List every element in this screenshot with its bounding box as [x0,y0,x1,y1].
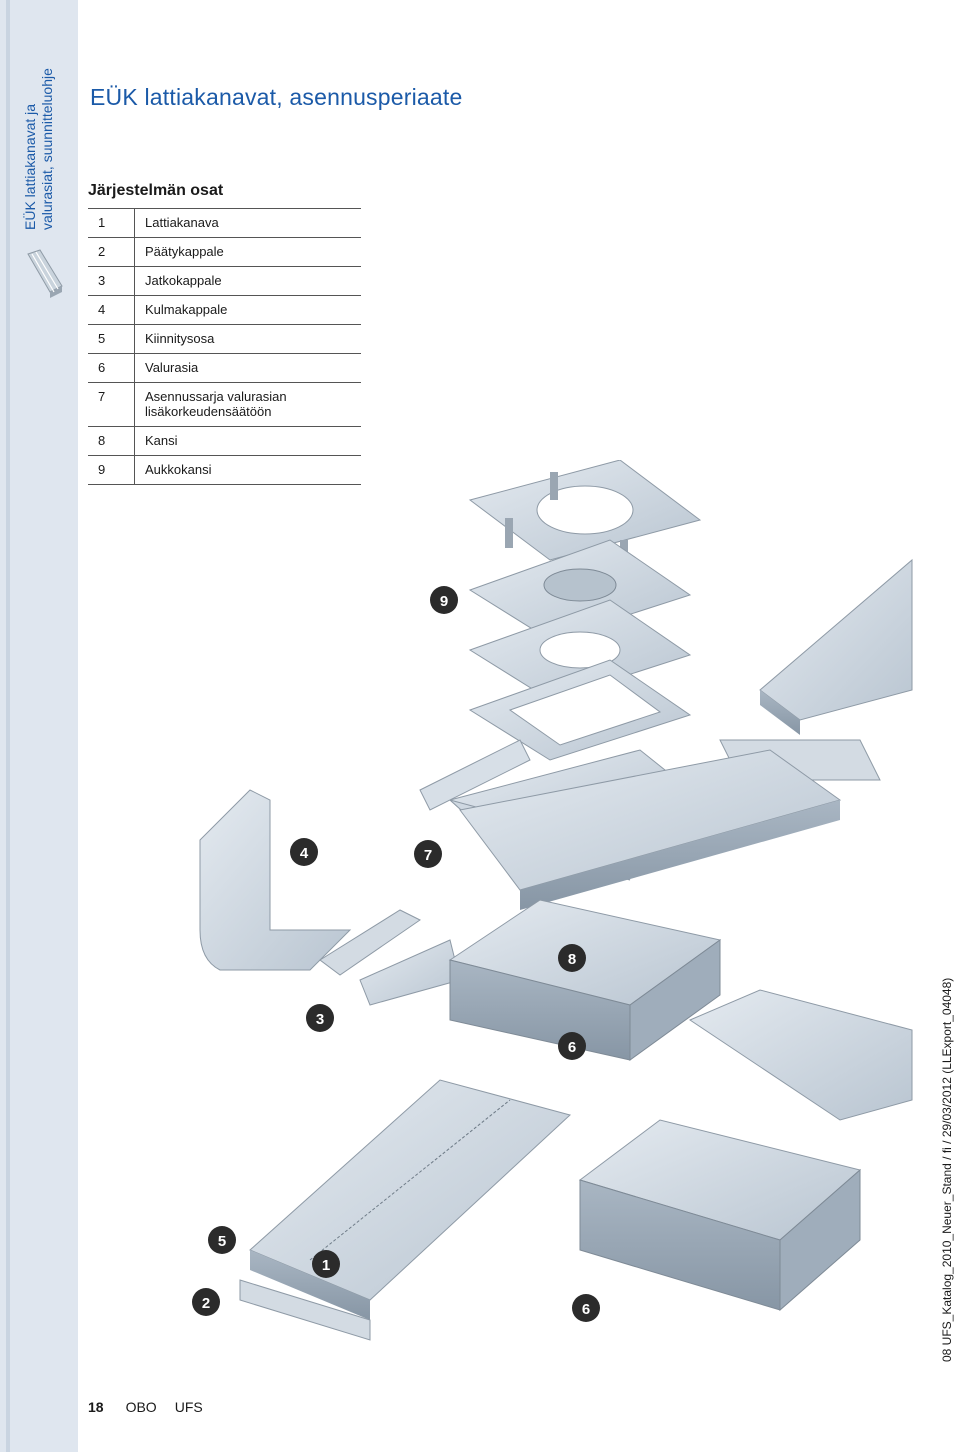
end-piece [239,1279,371,1341]
callout-label: 8 [568,951,576,968]
callout-label: 6 [582,1301,590,1318]
part-label: Kulmakappale [134,295,361,325]
part-number: 4 [88,295,135,325]
part-label: Kiinnitysosa [134,324,361,354]
product-name: UFS [174,1399,203,1415]
part-label: Kansi [134,426,361,456]
part-label: Jatkokappale [134,266,361,296]
part-number: 3 [88,266,135,296]
callout-label: 1 [322,1257,330,1274]
catalog-reference: 08 UFS_Katalog_2010_Neuer_Stand / fi / 2… [940,977,954,1362]
part-number: 5 [88,324,135,354]
floor-duct-main [249,1079,572,1320]
callout-label: 4 [300,845,309,862]
sidebar-line-2: valurasiat, suunnitteluohje [39,68,55,230]
sidebar-text: EÜK lattiakanavat ja valurasiat, suunnit… [22,50,66,230]
aperture-plate [468,599,692,701]
page-footer: 18 OBO UFS [88,1399,203,1415]
callout-label: 2 [202,1295,210,1312]
callout-5: 5 [208,1226,236,1254]
callout-4: 4 [290,838,318,866]
callout-3: 3 [306,1004,334,1032]
sidebar: EÜK lattiakanavat ja valurasiat, suunnit… [0,0,78,1452]
part-number: 7 [88,382,135,427]
floor-duct-right-top [719,558,913,781]
callout-9: 9 [430,586,458,614]
callout-7: 7 [414,840,442,868]
floor-duct-right-bottom [688,989,913,1121]
page-title: EÜK lattiakanavat, asennusperiaate [90,84,463,110]
part-number: 1 [88,208,135,238]
part-label: Valurasia [134,353,361,383]
callout-6-upper: 6 [558,1032,586,1060]
page-number: 18 [88,1399,104,1415]
joint-piece [319,909,461,1006]
sidebar-line-1: EÜK lattiakanavat ja [22,103,38,230]
part-number: 6 [88,353,135,383]
floor-duct-middle [459,749,842,910]
callout-label: 5 [218,1233,226,1250]
callout-2: 2 [192,1288,220,1316]
callout-label: 9 [440,593,448,610]
part-label: Päätykappale [134,237,361,267]
callout-1: 1 [312,1250,340,1278]
part-label: Lattiakanava [134,208,361,238]
callout-6-lower: 6 [572,1294,600,1322]
callout-label: 6 [568,1039,576,1056]
part-number: 2 [88,237,135,267]
brand-name: OBO [125,1399,157,1415]
frame-plate [468,659,692,761]
callout-label: 3 [316,1011,324,1028]
callout-8: 8 [558,944,586,972]
part-label: Aukkokansi [134,455,361,485]
part-number: 9 [88,455,135,485]
floor-duct-thumbnail [27,249,63,298]
flange-plate [468,460,702,566]
floor-box-lower [578,1119,862,1312]
floor-box-upper [448,899,722,1061]
cover-ring-plate [468,539,692,641]
part-label: Asennussarja valurasian lisäkorkeudensää… [134,382,361,427]
exploded-assembly-illustration: 9 7 4 8 3 6 5 1 2 6 [192,460,913,1341]
section-title: Järjestelmän osat [88,182,224,199]
corner-piece [199,789,352,971]
sidebar-strip [6,0,10,1452]
callout-label: 7 [424,847,432,864]
part-number: 8 [88,426,135,456]
